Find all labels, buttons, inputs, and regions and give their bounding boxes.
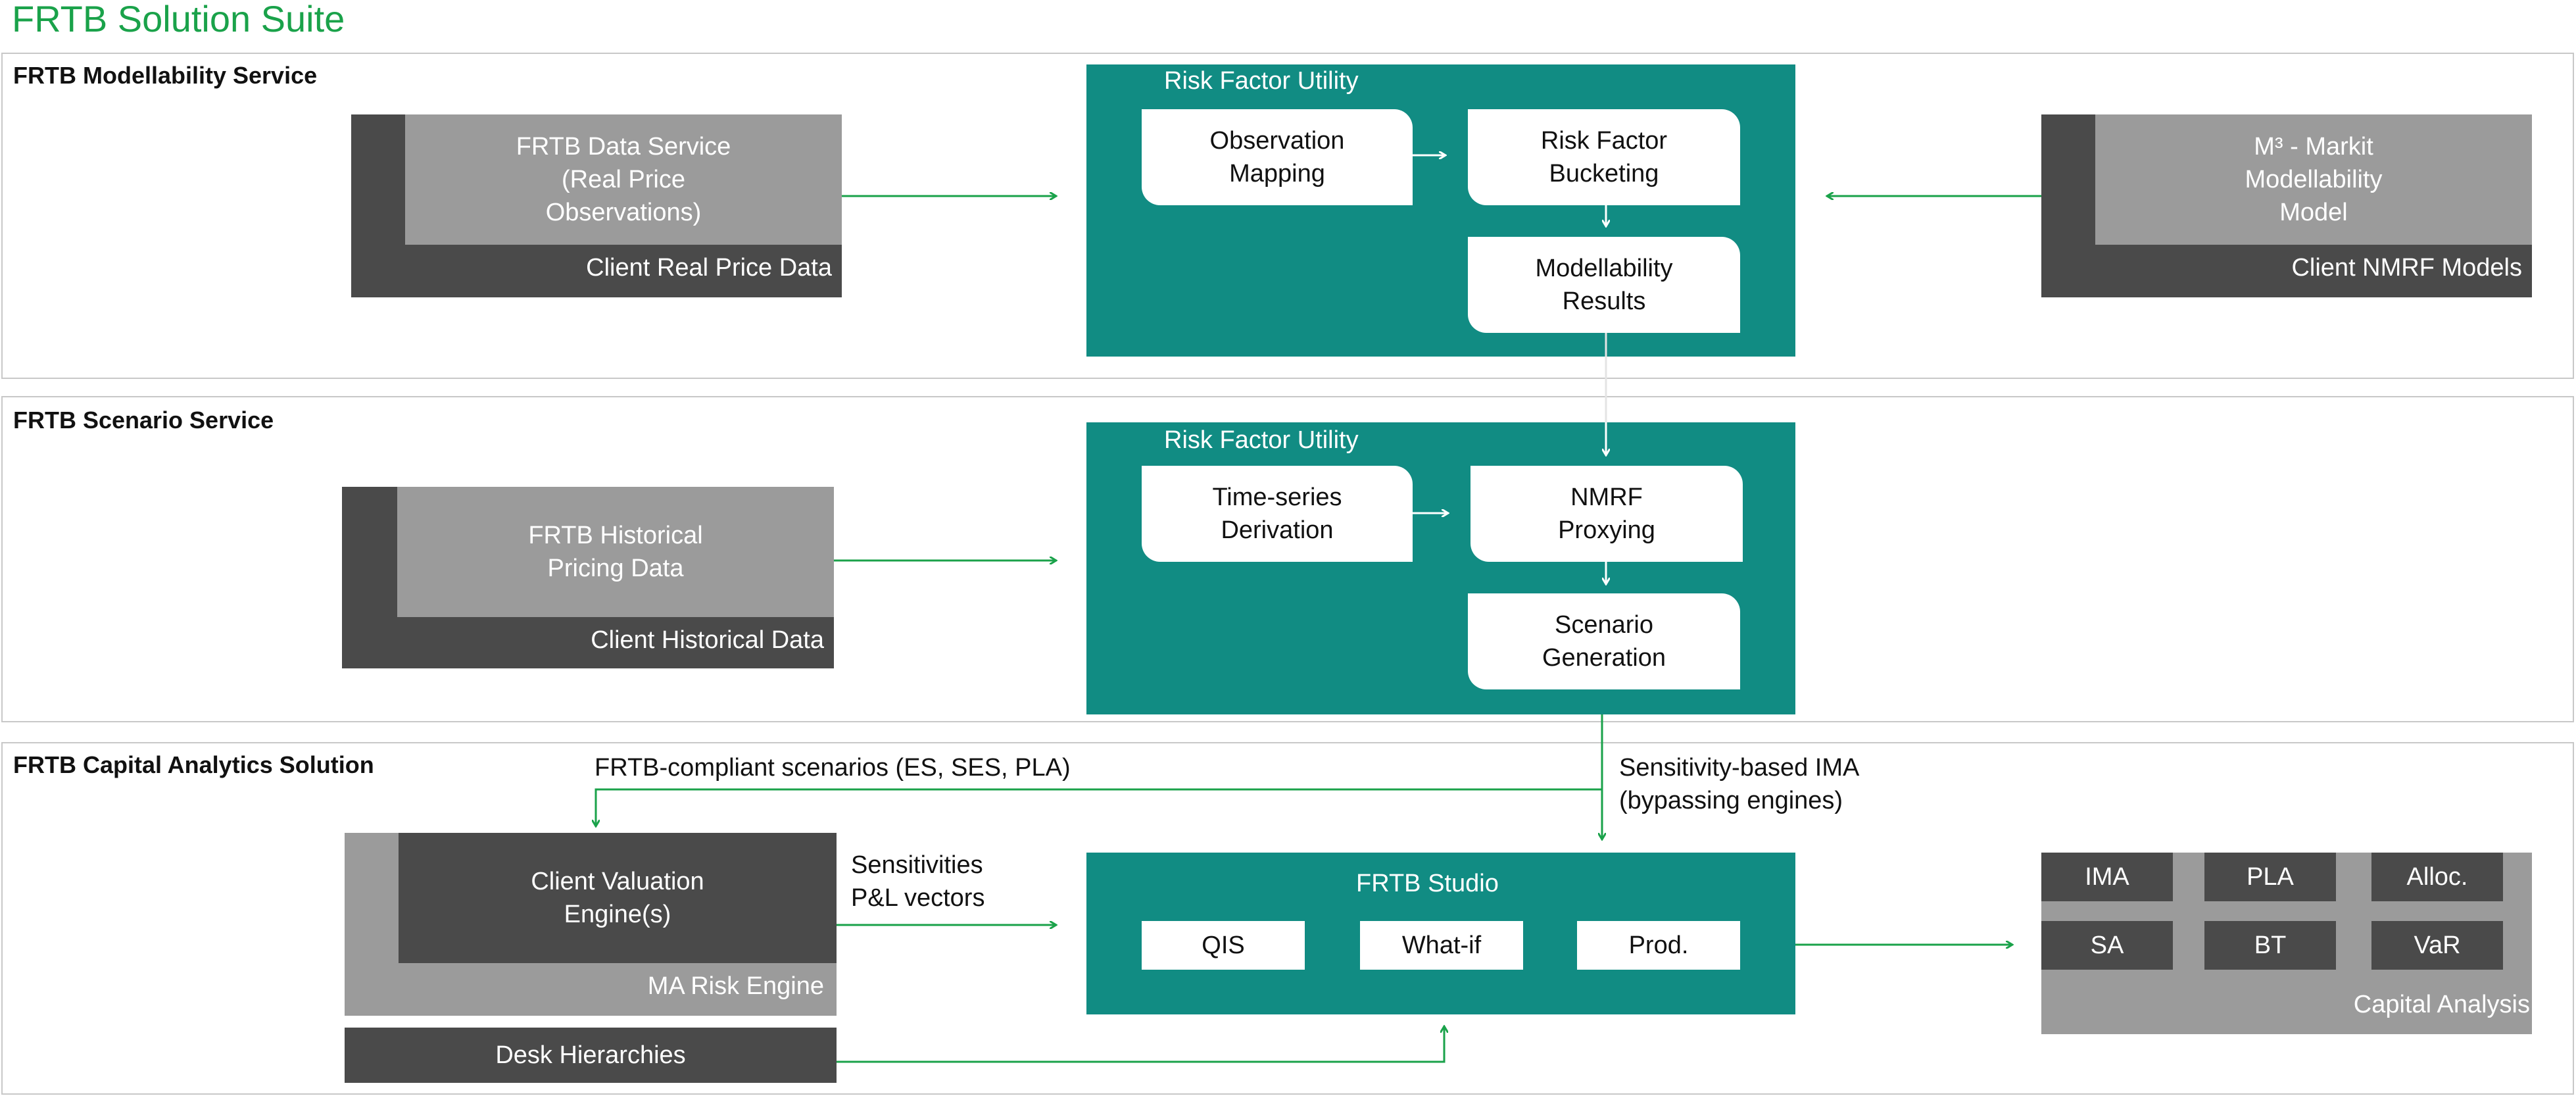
scenario-panel-title: FRTB Scenario Service	[13, 407, 274, 434]
arrow-scenarios-to-valuation	[596, 714, 1603, 826]
client-historical-label: Client Historical Data	[591, 626, 824, 654]
frtb-studio-title: FRTB Studio	[1356, 870, 1499, 897]
what-if-button[interactable]: What-if	[1360, 921, 1523, 970]
bt-button[interactable]: BT	[2204, 921, 2336, 970]
rfu-title-1: Risk Factor Utility	[1164, 67, 1359, 95]
frtb-historical-pricing-box: FRTB Historical Pricing Data	[397, 487, 834, 617]
capital-analysis-label: Capital Analysis	[2353, 991, 2530, 1018]
compliant-scenarios-label: FRTB-compliant scenarios (ES, SES, PLA)	[595, 754, 1071, 782]
frtb-data-service-box: FRTB Data Service (Real Price Observatio…	[405, 114, 842, 245]
client-nmrf-models-label: Client NMRF Models	[2291, 254, 2522, 282]
rfu-title-2: Risk Factor Utility	[1164, 426, 1359, 454]
pla-button[interactable]: PLA	[2204, 853, 2336, 901]
ima-button[interactable]: IMA	[2041, 853, 2173, 901]
suite-title: FRTB Solution Suite	[12, 0, 345, 39]
arrow-desk-to-studio	[837, 1026, 1444, 1063]
prod-button[interactable]: Prod.	[1577, 921, 1740, 970]
ma-risk-engine-label: MA Risk Engine	[647, 972, 824, 1000]
sensitivity-ima-label: Sensitivity-based IMA (bypassing engines…	[1619, 754, 1860, 814]
modellability-panel-title: FRTB Modellability Service	[13, 62, 318, 89]
var-button[interactable]: VaR	[2371, 921, 2503, 970]
qis-button[interactable]: QIS	[1142, 921, 1305, 970]
capital-panel-title: FRTB Capital Analytics Solution	[13, 751, 374, 778]
desk-hierarchies-box: Desk Hierarchies	[345, 1028, 837, 1083]
markit-modellability-model-box: M³ - Markit Modellability Model	[2095, 114, 2532, 245]
client-real-price-label: Client Real Price Data	[586, 254, 832, 282]
alloc-button[interactable]: Alloc.	[2371, 853, 2503, 901]
sa-button[interactable]: SA	[2041, 921, 2173, 970]
sensitivities-label: Sensitivities P&L vectors	[851, 851, 985, 912]
